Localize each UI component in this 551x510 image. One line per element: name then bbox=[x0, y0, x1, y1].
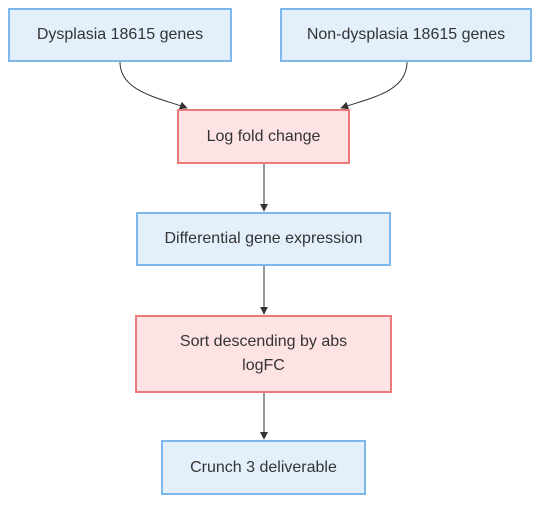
node-log-fold-change: Log fold change bbox=[177, 109, 350, 164]
edge-non-dysplasia-to-log-fold-change bbox=[340, 61, 408, 110]
node-sort-descending: Sort descending by abs logFC bbox=[135, 315, 392, 393]
node-label: Log fold change bbox=[206, 127, 321, 145]
node-label: Crunch 3 deliverable bbox=[190, 458, 337, 476]
node-dysplasia-genes: Dysplasia 18615 genes bbox=[8, 8, 232, 62]
node-label: Non-dysplasia 18615 genes bbox=[306, 26, 506, 43]
node-label: Dysplasia 18615 genes bbox=[36, 26, 204, 43]
node-crunch-deliverable: Crunch 3 deliverable bbox=[161, 440, 366, 495]
edge-dysplasia-to-log-fold-change bbox=[119, 61, 188, 110]
node-label: Differential gene expression bbox=[164, 230, 363, 247]
node-non-dysplasia-genes: Non-dysplasia 18615 genes bbox=[280, 8, 532, 62]
node-differential-gene-expression: Differential gene expression bbox=[136, 212, 391, 266]
node-label: Sort descending by abs logFC bbox=[179, 333, 348, 374]
